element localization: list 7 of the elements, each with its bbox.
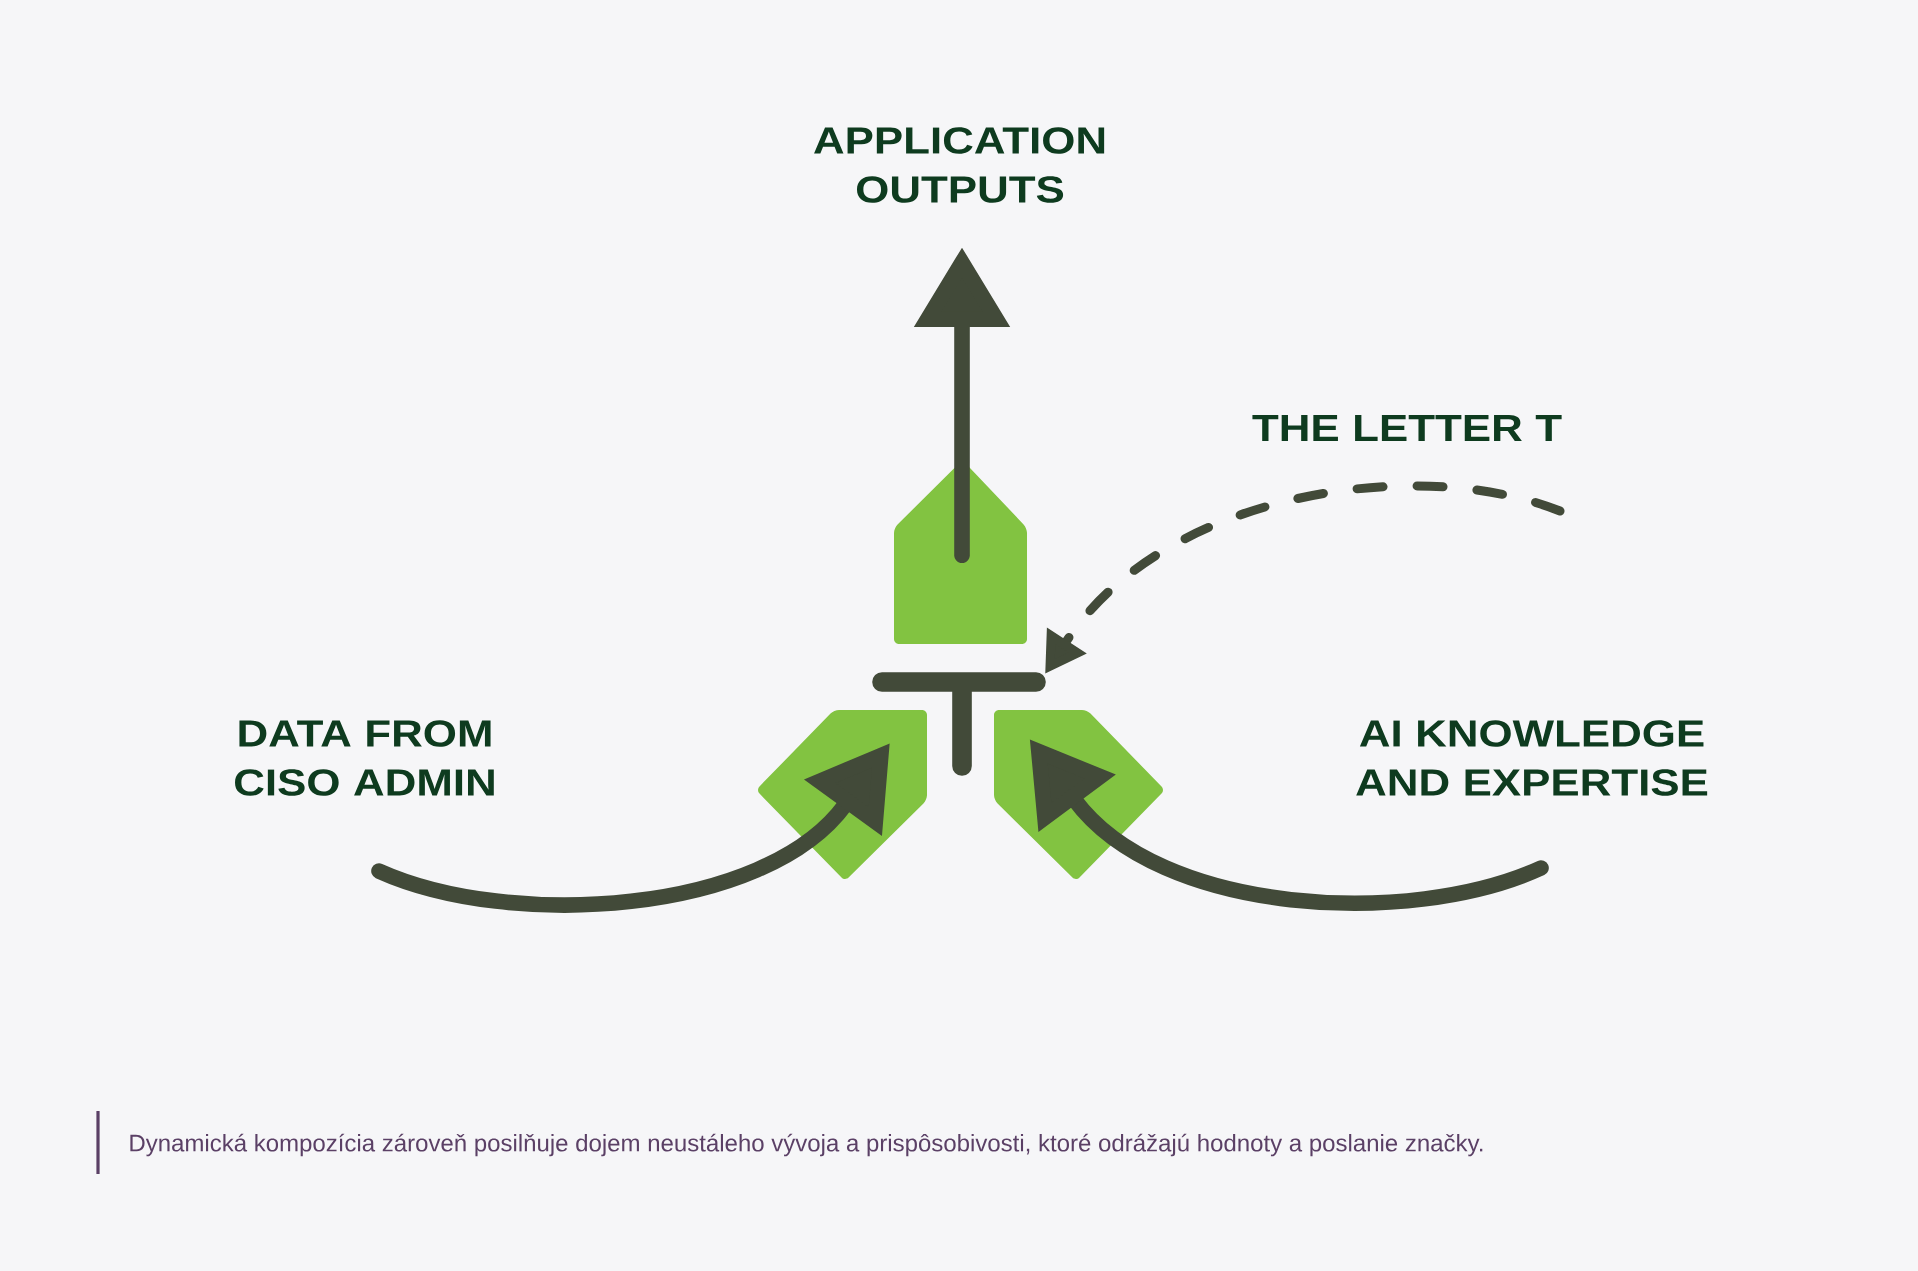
text-label: DATA FROM CISO ADMIN bbox=[235, 720, 494, 796]
caption: Dynamická kompozícia zároveň posilňuje dojem neustáleho vývoja a prispôsobivosti, ktoré odrážajú hodnoty a poslanie značky. bbox=[130, 1133, 1483, 1157]
text-label: AI KNOWLEDGE AND EXPERTISE bbox=[1356, 720, 1708, 796]
letter-t bbox=[872, 672, 1046, 776]
text-label: APPLICATION OUTPUTS bbox=[814, 127, 1105, 203]
text-label: THE LETTER T bbox=[1252, 415, 1562, 441]
pentagon bbox=[894, 462, 1027, 644]
